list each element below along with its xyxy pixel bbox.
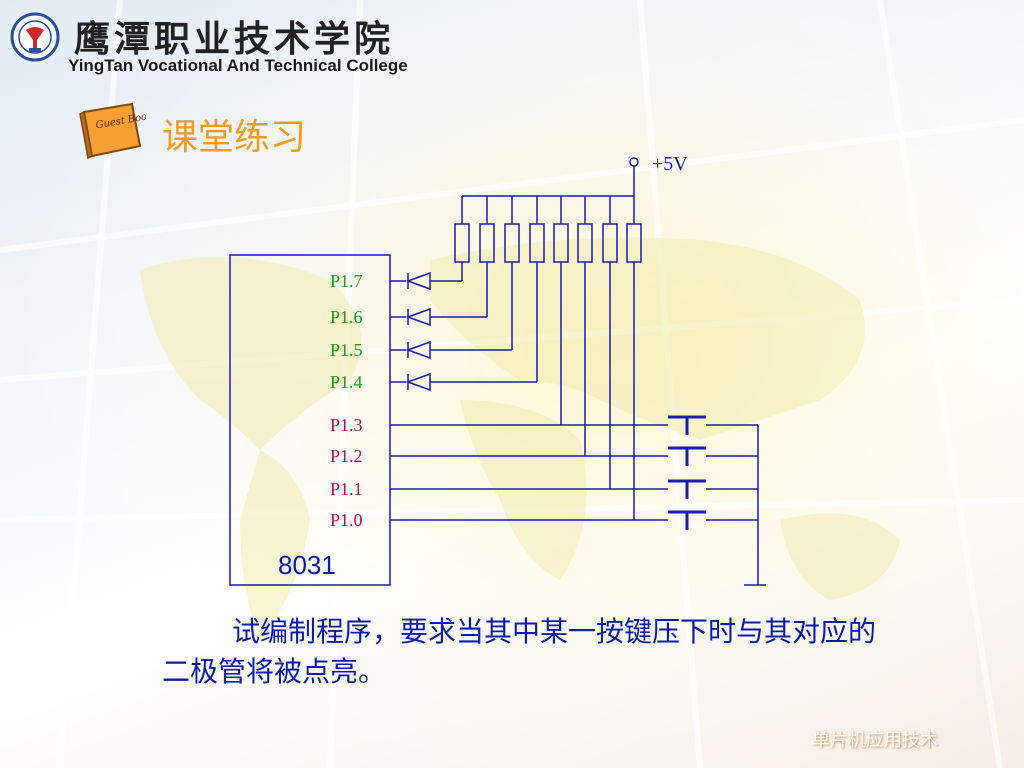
- key-wiring: [390, 262, 766, 586]
- resistor: [479, 223, 495, 263]
- task-description: 试编制程序，要求当其中某一按键压下时与其对应的二极管将被点亮。: [162, 612, 902, 692]
- chip-8031: [229, 254, 391, 586]
- school-name-cn: 鹰潭职业技术学院: [74, 18, 395, 60]
- pin-label-P1-7: P1.7: [330, 271, 363, 291]
- led-diode: [405, 271, 431, 291]
- resistor: [553, 223, 569, 263]
- resistor: [529, 223, 545, 263]
- footer-course-title: 单片机应用技术: [812, 730, 938, 751]
- pin-label-P1-5: P1.5: [330, 340, 363, 360]
- task-text: 试编制程序，要求当其中某一按键压下时与其对应的二极管将被点亮。: [162, 615, 877, 688]
- pin-label-P1-4: P1.4: [330, 372, 363, 392]
- pin-label-P1-1: P1.1: [330, 479, 363, 499]
- pin-label-P1-0: P1.0: [330, 510, 363, 530]
- guest-book-icon: Guest Book: [79, 102, 146, 160]
- school-logo: [10, 12, 60, 62]
- resistor: [602, 223, 618, 263]
- resistor: [454, 223, 470, 263]
- resistor: [626, 223, 642, 263]
- school-name-en: YingTan Vocational And Technical College: [68, 56, 408, 75]
- supply-label: +5V: [652, 153, 688, 175]
- pin-label-P1-2: P1.2: [330, 446, 363, 466]
- pin-label-P1-6: P1.6: [330, 307, 363, 327]
- chip-label: 8031: [278, 550, 336, 580]
- led-wiring: [390, 262, 538, 392]
- supply-terminal: [629, 157, 639, 167]
- resistor: [577, 223, 593, 263]
- resistor: [504, 223, 520, 263]
- pin-label-P1-3: P1.3: [330, 415, 363, 435]
- resistor-array: [454, 196, 642, 263]
- led-diode: [405, 340, 431, 360]
- led-diode: [405, 307, 431, 327]
- led-diode: [405, 372, 431, 392]
- slide-title: 课堂练习: [162, 117, 307, 158]
